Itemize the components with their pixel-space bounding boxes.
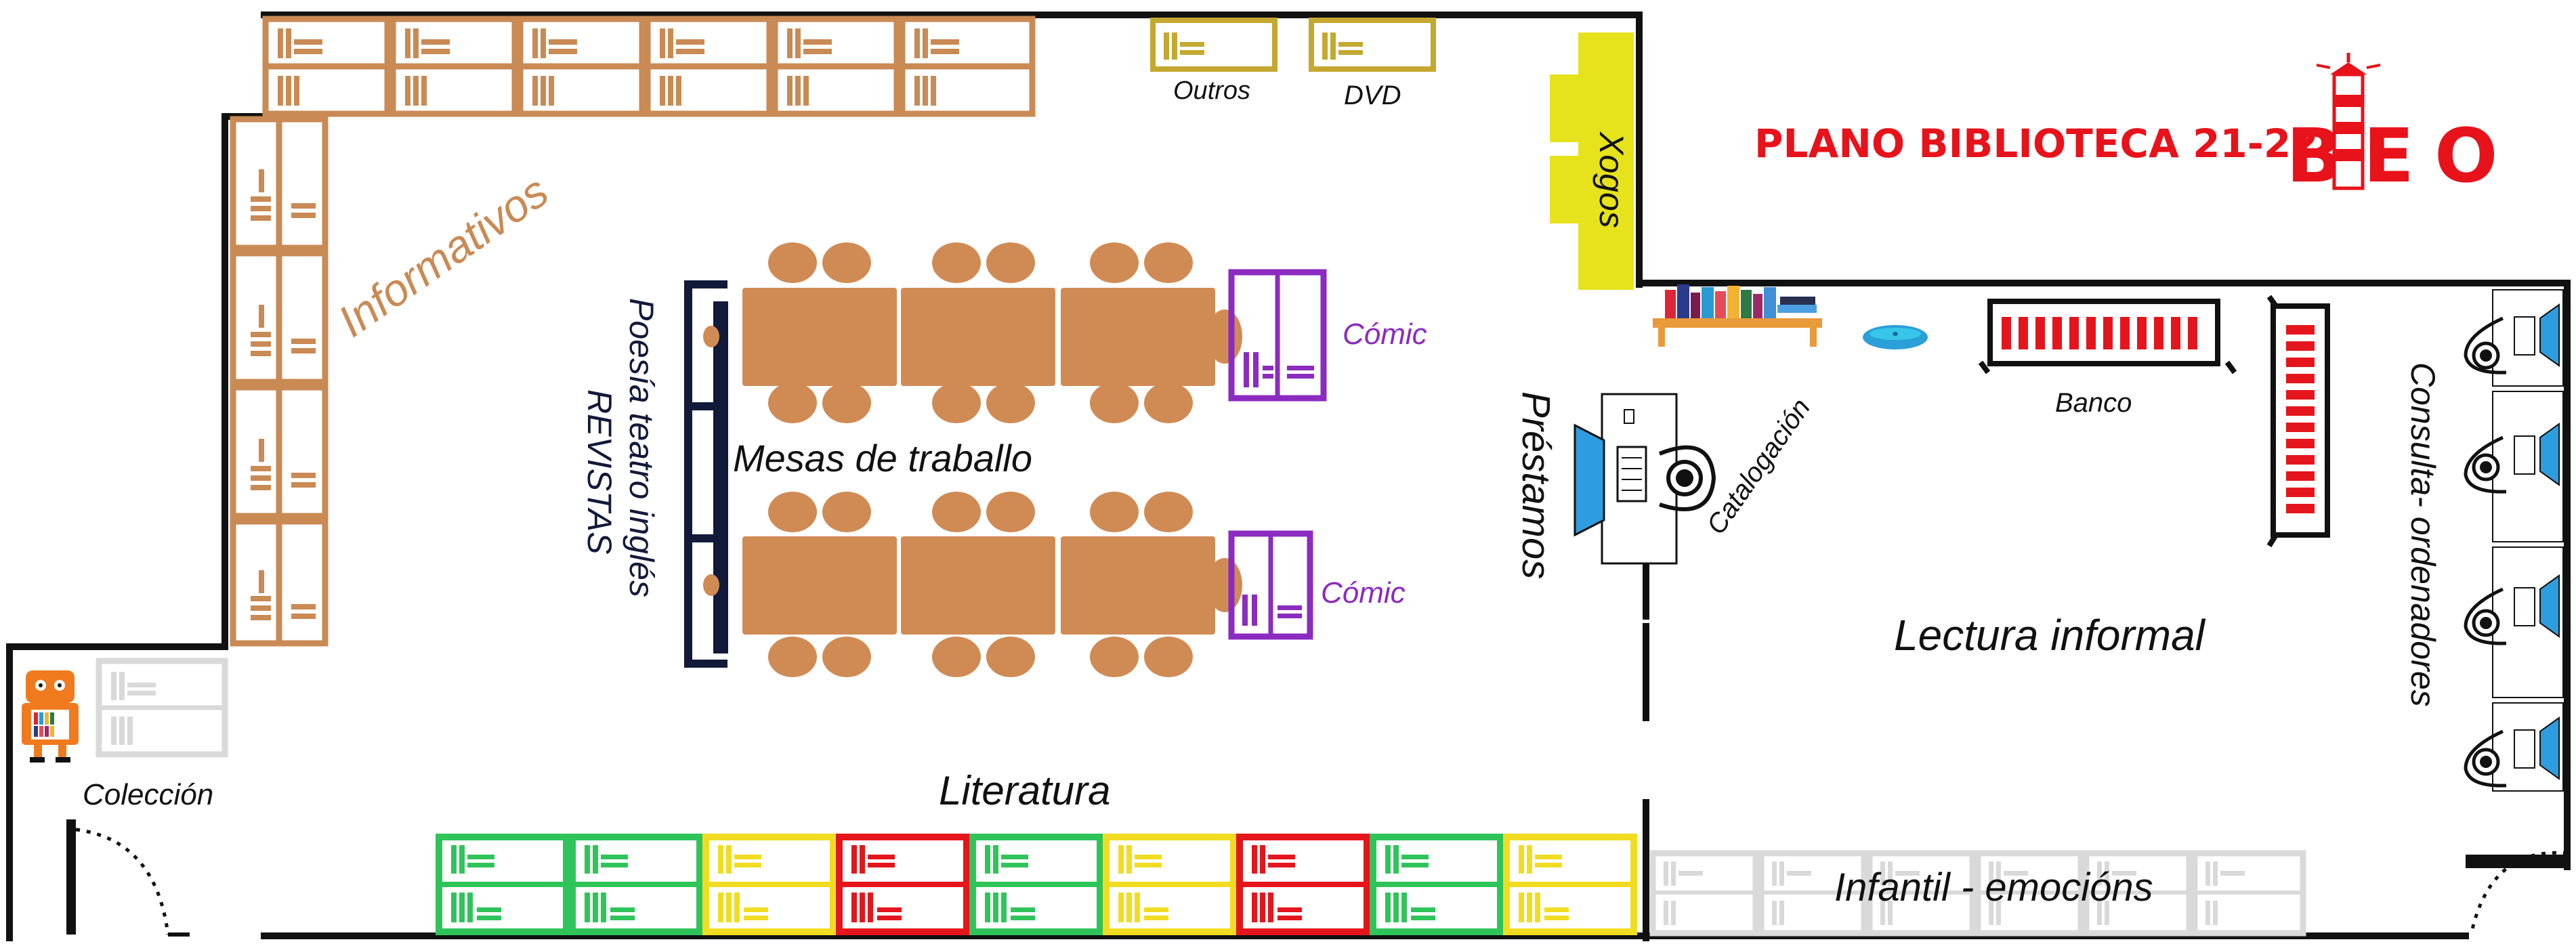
literatura-shelf <box>1370 834 1504 935</box>
literatura-shelf <box>436 834 570 935</box>
catalogacion-label: Catalogación <box>1701 393 1816 540</box>
logo-text: BEO <box>2286 112 2518 199</box>
books-shelf-icon <box>1653 284 1822 347</box>
informativos-label: Informativos <box>329 166 557 347</box>
infantil-shelves <box>1649 850 2306 937</box>
computer-station <box>2464 546 2564 698</box>
coleccion-shelf <box>96 658 228 758</box>
bench-vertical <box>2266 295 2330 548</box>
comic-shelf-bottom <box>1228 530 1313 640</box>
poesia-shelf <box>684 280 728 668</box>
xogos-shelf <box>1550 33 1634 290</box>
top-shelves <box>262 16 1036 117</box>
comic-top-label: Cómic <box>1343 318 1427 351</box>
literatura-shelf <box>1503 834 1637 935</box>
literatura-shelf <box>969 834 1103 935</box>
cushion-icon <box>1863 325 1928 349</box>
literatura-shelves <box>436 834 1637 935</box>
librarian-icon <box>1658 445 1716 511</box>
xogos-label: Xogos <box>1592 131 1630 228</box>
prestamos-label: Préstamos <box>1514 391 1558 579</box>
mesas-label: Mesas de traballo <box>733 437 1032 479</box>
literatura-shelf <box>569 834 703 935</box>
comic-bottom-label: Cómic <box>1321 576 1406 609</box>
comic-shelf-top <box>1228 269 1327 402</box>
coleccion-label: Colección <box>83 778 213 811</box>
robot-icon <box>22 670 79 763</box>
literatura-shelf <box>836 834 970 935</box>
computer-station <box>2464 702 2564 792</box>
entrance-door <box>66 819 190 937</box>
loan-desk <box>1574 393 1678 565</box>
literatura-shelf <box>702 834 837 935</box>
lectura-label: Lectura informal <box>1894 611 2206 660</box>
computer-station <box>2464 289 2564 387</box>
lighthouse-icon <box>2316 53 2381 190</box>
computer-stations <box>2464 289 2564 792</box>
work-tables-bottom <box>703 492 1242 677</box>
bench-horizontal <box>1978 299 2237 374</box>
poesia-label-line2: REVISTAS <box>580 389 618 555</box>
infantil-label: Infantil - emocións <box>1834 865 2153 909</box>
top-shelf-books <box>278 28 959 106</box>
dvd-shelf <box>1309 18 1436 72</box>
banco-label: Banco <box>2055 388 2132 418</box>
consulta-label: Consulta- ordenadores <box>2404 362 2442 707</box>
beo-logo: BEO <box>2286 53 2518 199</box>
literatura-shelf <box>1103 834 1237 935</box>
left-shelves <box>230 116 329 647</box>
literatura-shelf <box>1236 834 1370 935</box>
work-tables-top <box>703 242 1242 423</box>
outros-shelf <box>1150 18 1278 72</box>
poesia-label-line1: Poesía teatro inglés <box>622 298 660 597</box>
dvd-label: DVD <box>1344 81 1401 110</box>
computer-station <box>2464 391 2564 542</box>
outros-label: Outros <box>1173 77 1250 105</box>
page-title: PLANO BIBLIOTECA 21-22 <box>1754 121 2319 167</box>
literatura-label: Literatura <box>939 768 1110 813</box>
side-door <box>2466 851 2568 930</box>
left-shelf-books <box>251 169 316 620</box>
